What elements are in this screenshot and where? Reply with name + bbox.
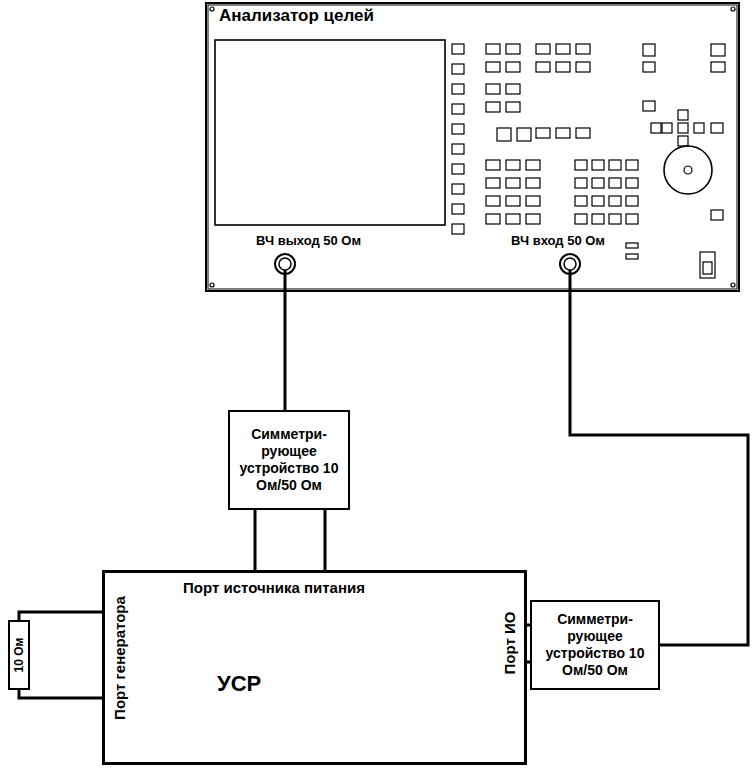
usb-port (626, 254, 638, 259)
button-grid (486, 44, 655, 224)
panel-screw (731, 7, 735, 11)
tuning-knob (664, 146, 712, 194)
keypad (575, 160, 638, 224)
device-title: Анализатор целей (219, 6, 374, 26)
resistor-symbol: 10 Ом (8, 620, 30, 690)
port-label: ВЧ вход 50 Ом (510, 233, 606, 248)
usb-port (626, 243, 638, 248)
panel-screw (731, 283, 735, 287)
rf-connector (279, 258, 291, 270)
power-switch (700, 252, 715, 278)
port-label: Порт генератора (111, 596, 128, 720)
cable-connector (570, 292, 748, 645)
port-label: Порт ИО (501, 612, 518, 675)
tuning-knob (684, 166, 692, 174)
connector-stub (284, 270, 287, 292)
cable-connector (284, 292, 287, 410)
panel-inner-frame (208, 5, 737, 289)
softkey-column (452, 44, 464, 234)
cable-connector (255, 510, 325, 570)
balun-box: Симметри- рующее устройство 10 Ом/50 Ом (530, 600, 660, 690)
panel-screw (210, 7, 214, 11)
port-label: Порт источника питания (183, 579, 365, 596)
power-switch (703, 262, 712, 274)
panel-button (711, 210, 723, 220)
analyzer-screen (215, 40, 445, 225)
balun-box: Симметри- рующее устройство 10 Ом/50 Ом (228, 410, 350, 510)
rf-connector (564, 258, 576, 270)
arrow-keys (651, 110, 723, 146)
device-name: УСР (217, 671, 261, 697)
connector-stub (569, 270, 572, 292)
cable-connector (19, 612, 102, 698)
resistor-value: 10 Ом (12, 638, 26, 673)
port-label: ВЧ выход 50 Ом (255, 233, 362, 248)
panel-button (711, 62, 725, 72)
panel-screw (210, 283, 214, 287)
usr-box: Порт источника питанияУСР Порт генератора… (102, 570, 527, 765)
box-label: Симметри- рующее устройство 10 Ом/50 Ом (235, 426, 343, 493)
panel-button (711, 44, 725, 56)
analyzer-panel: Анализатор целей (205, 2, 740, 292)
box-label: Симметри- рующее устройство 10 Ом/50 Ом (537, 611, 653, 678)
